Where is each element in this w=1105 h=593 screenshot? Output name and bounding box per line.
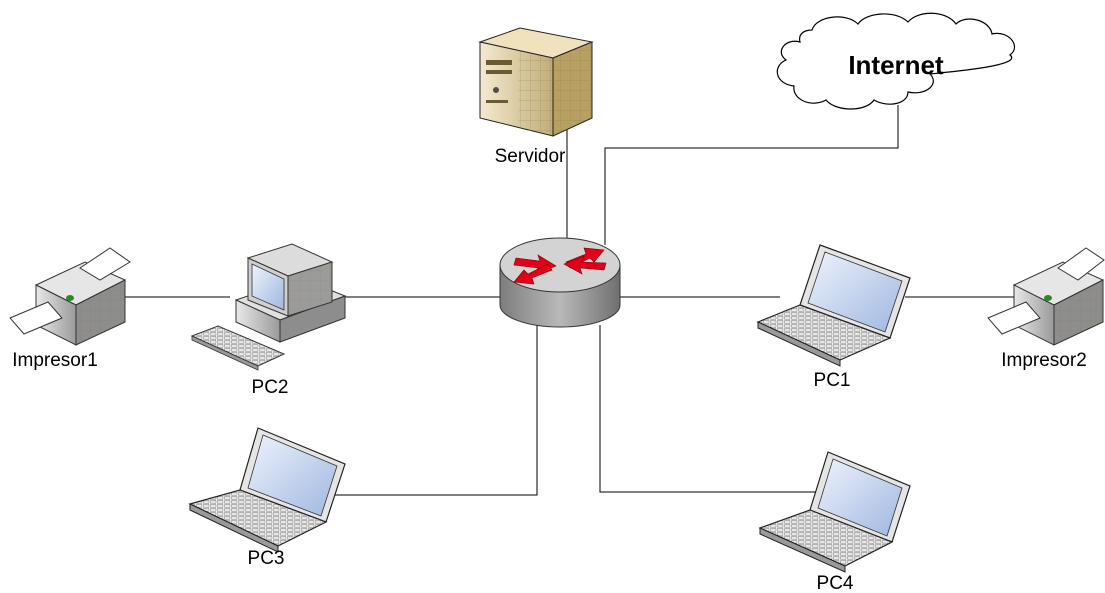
links [120,105,1015,496]
printer2[interactable]: Impresor2 [987,247,1105,371]
internet[interactable]: Internet [776,12,1016,110]
router-icon [499,237,621,328]
pc3[interactable]: PC3 [188,427,346,569]
pc1[interactable]: PC1 [756,244,911,391]
pc4-label: PC4 [817,573,854,593]
router[interactable] [499,237,621,328]
link-router-pc4 [599,325,820,493]
laptop-icon [188,427,346,553]
pc4[interactable]: PC4 [758,451,911,593]
server[interactable]: Servidor [478,27,594,167]
pc2[interactable]: PC2 [190,243,347,398]
desktop-pc-icon [190,243,347,371]
pc1-label: PC1 [814,370,851,391]
printer1-label: Impresor1 [12,350,98,371]
laptop-icon [756,244,911,367]
printer1[interactable]: Impresor1 [9,247,131,371]
printer-icon [987,247,1105,346]
link-router-pc3 [330,325,538,496]
laptop-icon [758,451,911,573]
pc3-label: PC3 [248,548,285,569]
printer-icon [9,247,131,346]
link-internet-router [604,105,899,245]
internet-label: Internet [848,50,944,80]
pc2-label: PC2 [252,377,289,398]
printer2-label: Impresor2 [1001,350,1087,371]
server-label: Servidor [495,146,566,167]
cloud-icon [776,12,1016,110]
server-icon [478,27,594,137]
